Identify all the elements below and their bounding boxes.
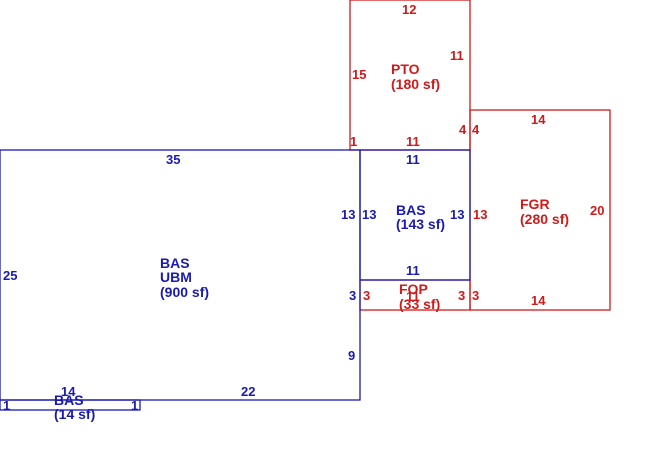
dim-fgr-left: 13 — [473, 207, 487, 222]
dim-fop-right: 3 — [458, 288, 465, 303]
dim-fop-left: 3 — [363, 288, 370, 303]
dim-bas143-left: 13 — [362, 207, 376, 222]
dim-small-top: 14 — [61, 384, 76, 399]
dim-fgr-bottom: 14 — [531, 293, 546, 308]
bas-main-size: (900 sf) — [160, 284, 209, 300]
fgr-size: (280 sf) — [520, 211, 569, 227]
dim-pto-left: 15 — [352, 67, 366, 82]
bas-14-code: BAS — [54, 392, 84, 408]
dim-fgr-bottom-left: 3 — [472, 288, 479, 303]
bas-143-size: (143 sf) — [396, 216, 445, 232]
dim-small-left: 1 — [3, 398, 10, 413]
dim-pto-corner-right: 4 — [459, 122, 467, 137]
pto-code: PTO — [391, 61, 420, 77]
dim-bas143-bottom: 11 — [406, 263, 420, 278]
dim-fop-bottom: 11 — [406, 289, 420, 304]
bas-main-sub: UBM — [160, 269, 192, 285]
dim-fgr-corner-left: 4 — [472, 122, 480, 137]
bas-14-size: (14 sf) — [54, 406, 95, 422]
dim-fgr-right: 20 — [590, 203, 604, 218]
dim-pto-right: 11 — [450, 48, 464, 63]
dim-main-right-upper: 13 — [341, 207, 355, 222]
dim-main-top: 35 — [166, 152, 180, 167]
bas-143-outline — [359, 149, 471, 281]
dim-main-right-lower: 9 — [348, 348, 355, 363]
bas-main-code: BAS — [160, 255, 190, 271]
dim-main-left: 25 — [3, 268, 17, 283]
dim-pto-top: 12 — [402, 2, 416, 17]
dim-fop-left-blue: 3 — [349, 288, 356, 303]
pto-size: (180 sf) — [391, 76, 440, 92]
fgr-code: FGR — [520, 196, 550, 212]
fop-size: (33 sf) — [399, 296, 440, 312]
dim-small-right: 1 — [131, 398, 138, 413]
dim-fgr-top: 14 — [531, 112, 546, 127]
dim-bas143-top: 11 — [406, 152, 420, 167]
bas-143-code: BAS — [396, 202, 426, 218]
dim-bas143-right: 13 — [450, 207, 464, 222]
bas-14-outline — [0, 399, 141, 411]
dim-pto-corner-left: 1 — [350, 134, 357, 149]
fop-code: FOP — [399, 281, 428, 297]
dim-main-bottom: 22 — [241, 384, 255, 399]
dim-pto-bottom: 11 — [406, 134, 420, 149]
